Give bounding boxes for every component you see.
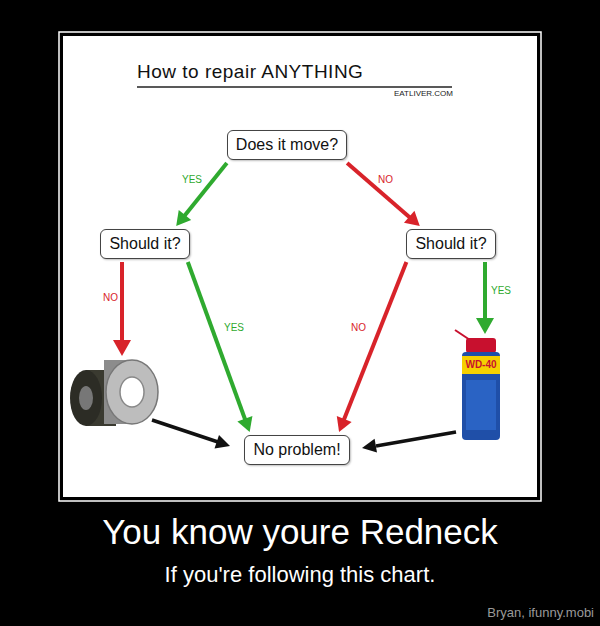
arrow-shaft — [188, 262, 246, 421]
credit: Bryan, ifunny.mobi — [487, 605, 594, 620]
flow-arrow — [188, 262, 253, 432]
process-box: No problem! — [244, 435, 349, 465]
title-underline — [137, 86, 452, 88]
flow-arrow — [176, 163, 227, 226]
decision-box: Should it? — [406, 229, 495, 259]
arrow-label: NO — [351, 322, 366, 333]
arrow-label: NO — [378, 174, 393, 185]
poster-frame — [59, 32, 541, 501]
arrow-label: YES — [182, 174, 202, 185]
caption-subline: If you're following this chart. — [0, 562, 600, 588]
watermark: EATLIVER.COM — [394, 89, 453, 98]
arrow-shaft — [184, 163, 227, 217]
wd40-can — [455, 330, 500, 440]
poster-caption: You know youre Redneck — [0, 512, 600, 552]
arrow-label: YES — [491, 285, 511, 296]
process-box: Does it move? — [227, 130, 347, 160]
arrow-head — [176, 210, 191, 226]
node-text: Should it? — [109, 234, 180, 254]
node-text: No problem! — [253, 440, 340, 460]
flow-arrow — [347, 163, 420, 226]
duct-tape — [70, 360, 158, 426]
arrow-shaft — [343, 262, 406, 421]
arrow-label: YES — [224, 322, 244, 333]
arrow-head — [337, 416, 352, 432]
arrow-shaft — [347, 163, 411, 218]
poster-panel — [63, 36, 537, 497]
side-arrows — [113, 262, 494, 453]
arrow-head — [237, 416, 252, 432]
arrow-label: NO — [103, 292, 118, 303]
node-text: Does it move? — [236, 135, 338, 155]
chart-title: How to repair ANYTHING — [137, 61, 363, 83]
node-text: Should it? — [415, 234, 486, 254]
arrow-head — [404, 211, 420, 226]
product-label: WD-40 — [462, 359, 500, 370]
decision-box: Should it? — [100, 229, 189, 259]
flow-arrow — [337, 262, 407, 432]
